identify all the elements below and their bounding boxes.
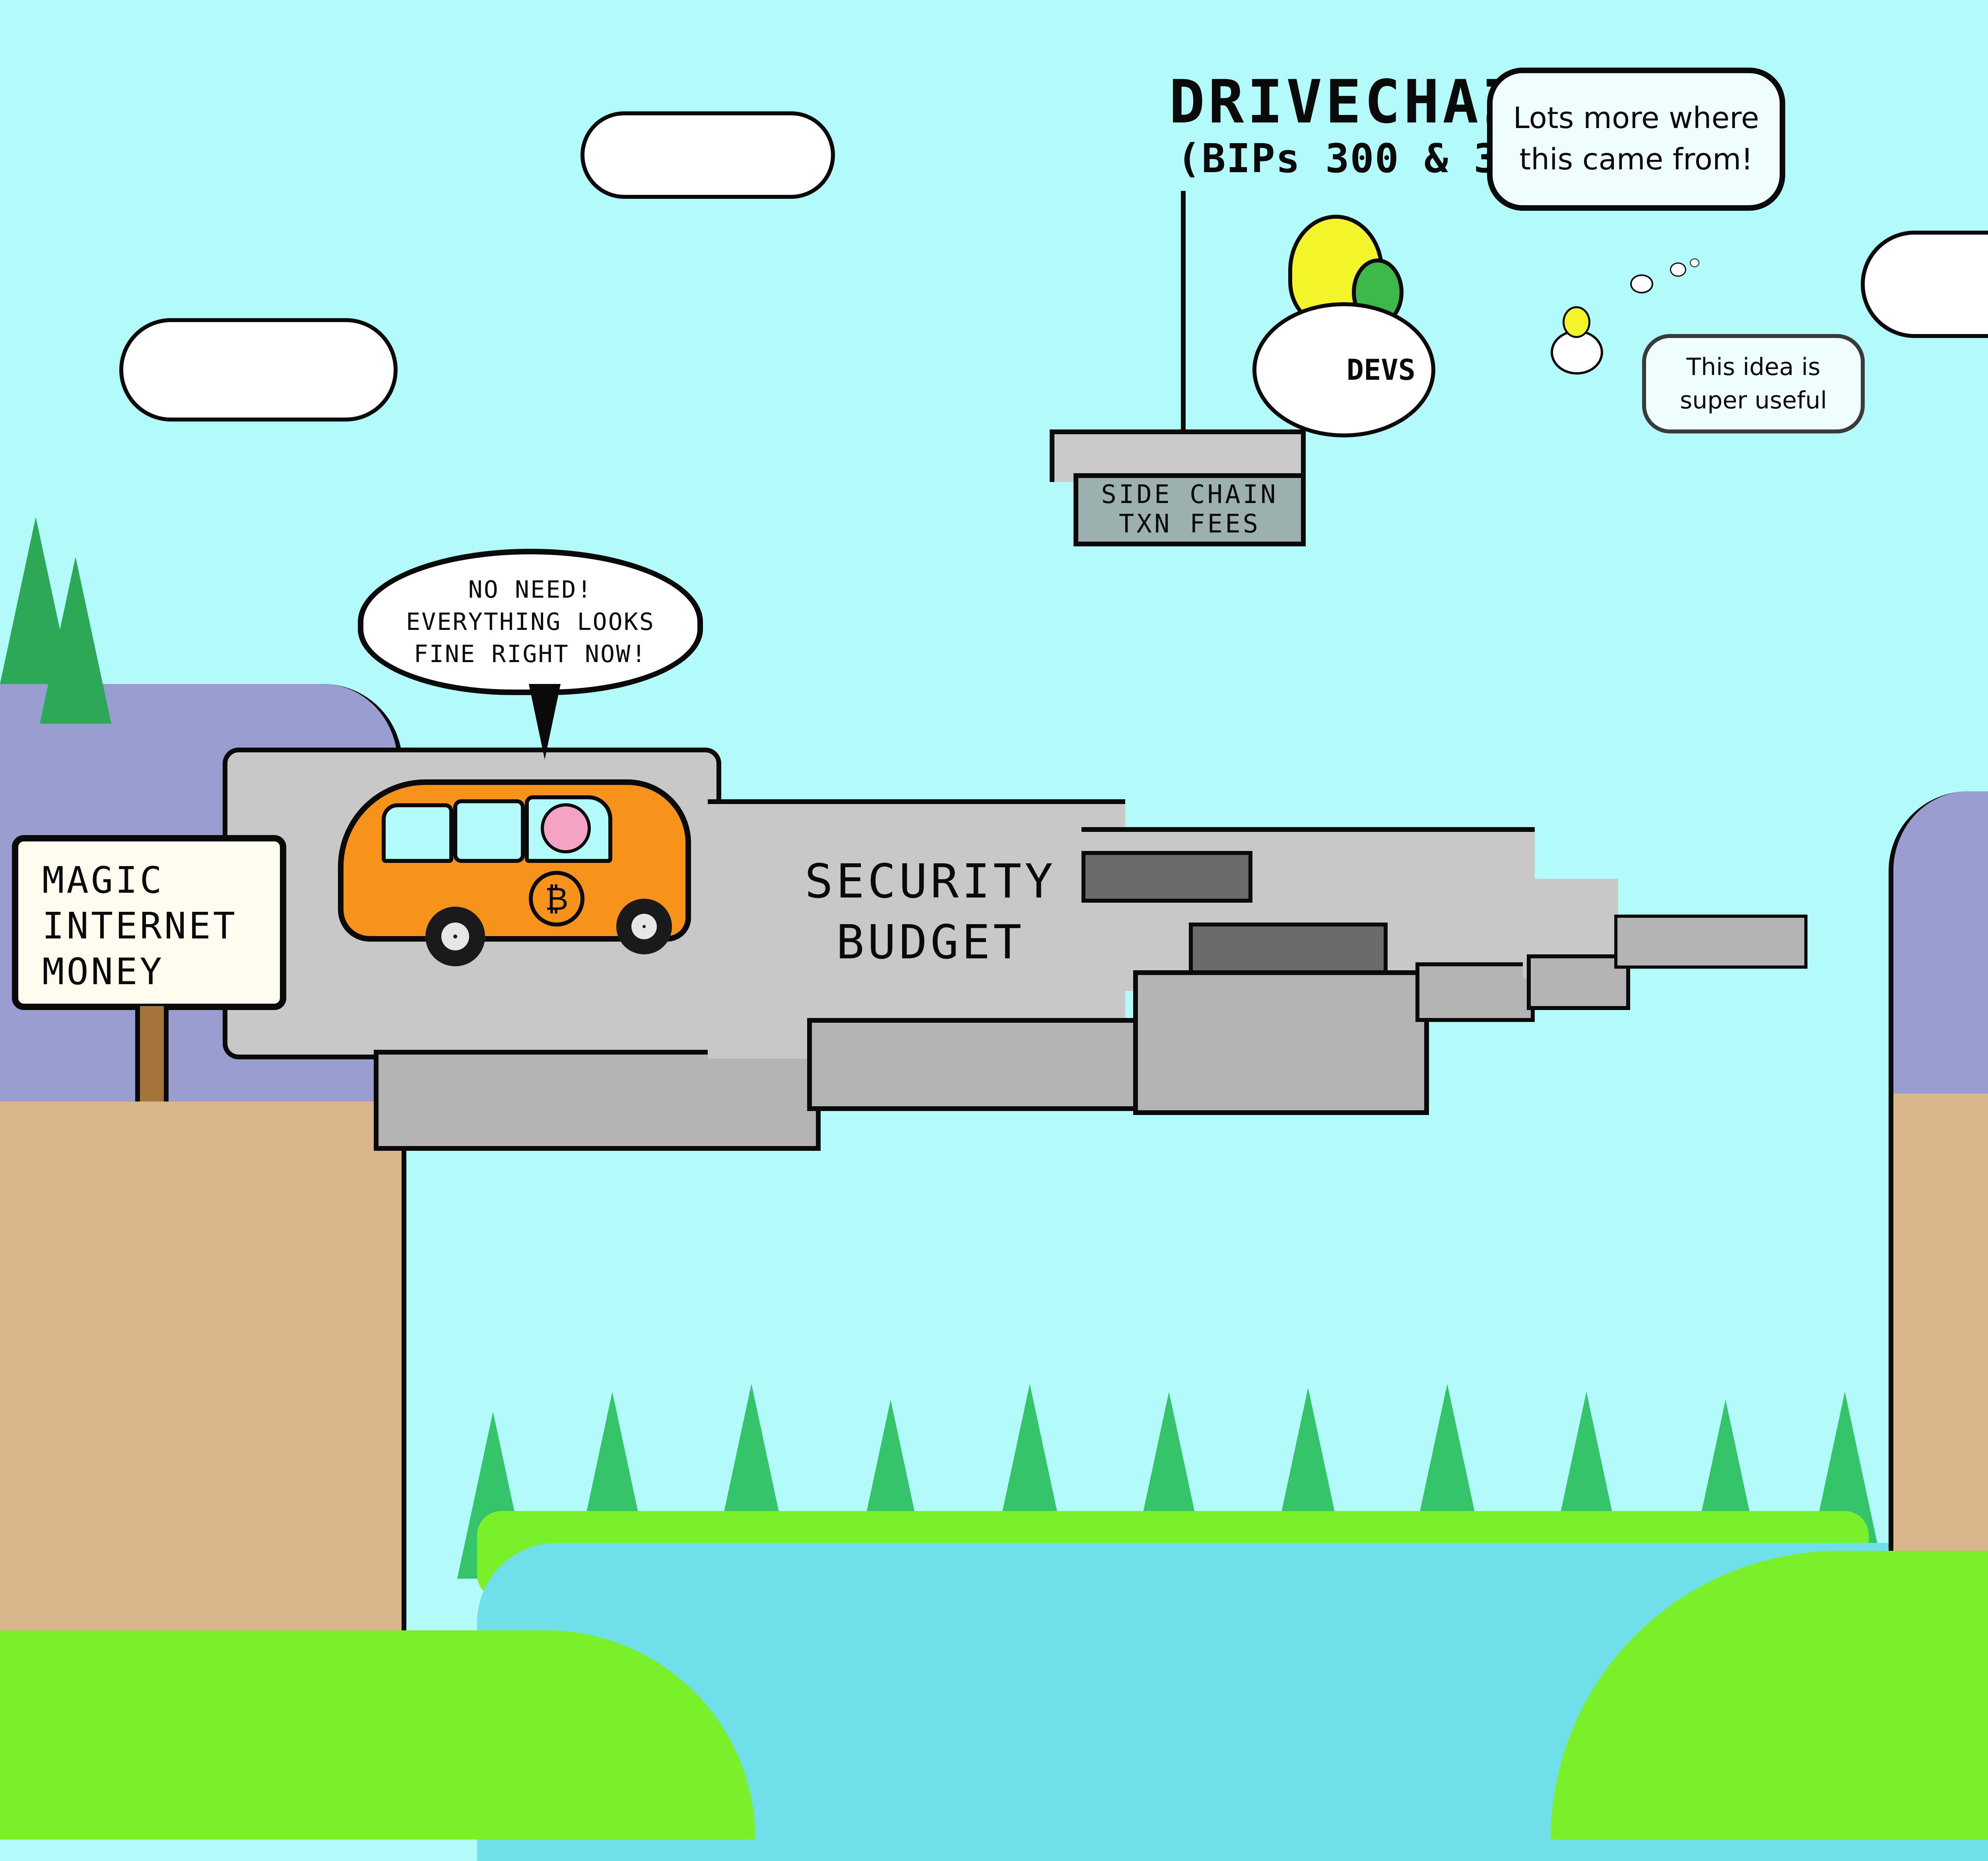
car-wheel <box>616 899 672 954</box>
sky-cloud <box>1861 231 1988 338</box>
bridge-label: SECURITY BUDGET <box>791 851 1070 973</box>
driver-speech-line2: EVERYTHING LOOKS <box>406 608 655 636</box>
left-sign-line1: MAGIC <box>42 859 164 901</box>
bitcoin-symbol: ₿ <box>545 880 569 917</box>
driver <box>541 803 591 853</box>
magic-internet-money-sign: MAGIC INTERNET MONEY <box>12 835 286 1010</box>
side-chain-txn-fees-block: SIDE CHAIN TXN FEES <box>1050 429 1308 546</box>
bridge-label-line2: BUDGET <box>836 915 1025 970</box>
bridge-hole <box>1081 851 1252 903</box>
car-window <box>453 799 525 863</box>
left-sign-post <box>135 1006 169 1101</box>
small-dev-speech-bubble: This idea is super useful <box>1642 334 1865 433</box>
dev-fishing-rod <box>1181 191 1186 437</box>
sky-cloud <box>580 111 835 199</box>
car-window <box>382 803 453 863</box>
devs-label: DEVS <box>1346 353 1415 387</box>
car-wheel <box>425 907 485 966</box>
bitcoin-car: ₿ <box>330 756 696 978</box>
dev-speech-text: Lots more where this came from! <box>1513 101 1759 177</box>
driver-speech-line3: FINE RIGHT NOW! <box>414 640 647 668</box>
driver-speech-bubble: NO NEED! EVERYTHING LOOKS FINE RIGHT NOW… <box>358 549 703 695</box>
sky-cloud <box>119 318 398 422</box>
driver-speech-line1: NO NEED! <box>468 575 593 604</box>
block-label-line2: TXN FEES <box>1118 509 1261 539</box>
devs-cloud: DEVS <box>1252 302 1435 437</box>
driver-speech-tail <box>529 684 561 760</box>
dev-speech-bubble: Lots more where this came from! <box>1487 68 1785 211</box>
bitcoin-logo-icon: ₿ <box>529 871 584 927</box>
small-dev-speech-text: This idea is super useful <box>1679 353 1827 414</box>
bridge-hole <box>1189 923 1388 974</box>
left-grass <box>0 1630 755 1840</box>
right-cliff-top <box>1889 791 1988 1109</box>
left-sign-line2: INTERNET <box>42 905 238 947</box>
cliff-tree <box>40 557 111 724</box>
left-sign-line3: MONEY <box>42 950 164 993</box>
block-label-line1: SIDE CHAIN <box>1101 480 1278 510</box>
bridge-label-line1: SECURITY <box>804 854 1056 909</box>
